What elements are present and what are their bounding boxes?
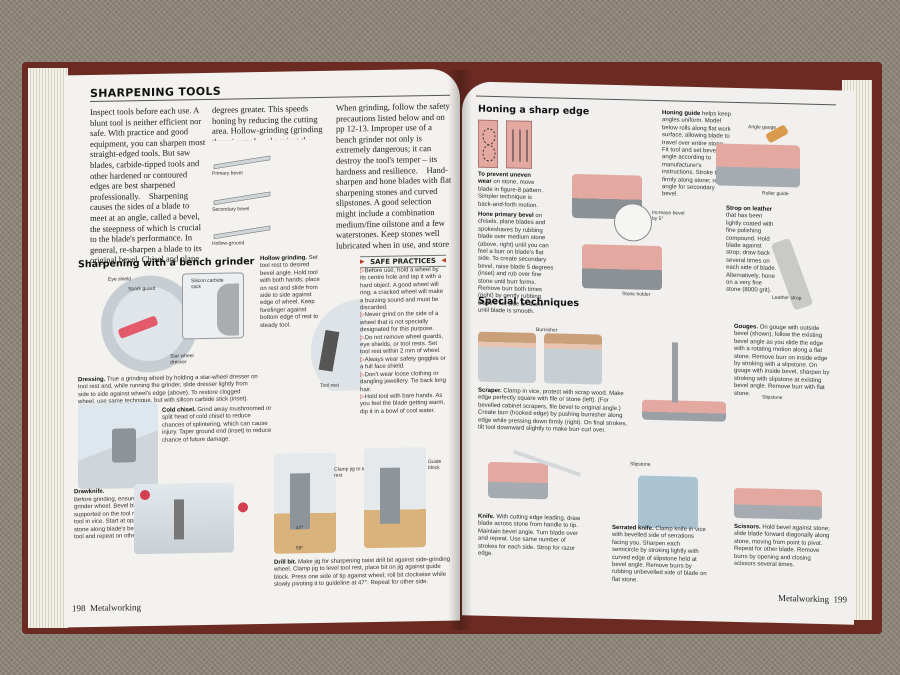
uneven-wear-caption: To prevent uneven wear on stone, move bl… bbox=[478, 171, 544, 209]
hollow-grinding-illustration: Tool rest bbox=[292, 290, 362, 392]
drill-jig-illustration-left: 47° 59° bbox=[274, 452, 336, 554]
page-number-left: 198 Metalworking bbox=[72, 602, 141, 614]
bench-grinder-heading: Sharpening with a bench grinder bbox=[78, 256, 255, 271]
label-tool-rest: Tool rest bbox=[320, 382, 339, 389]
body-column-1: Inspect tools before each use. A blunt t… bbox=[90, 105, 206, 267]
gouges-caption: Gouges. On gouge with outside bevel (sho… bbox=[734, 323, 830, 397]
safe-item: ▷Don't wear loose clothing or dangling j… bbox=[360, 370, 446, 393]
cold-chisel-illustration bbox=[78, 401, 158, 490]
body-column-3: When grinding, follow the safety precaut… bbox=[336, 100, 452, 253]
safe-practices-title: ▶ SAFE PRACTICES ◀ bbox=[360, 254, 446, 269]
label-stone-holder: Stone holder bbox=[622, 291, 651, 298]
safe-item: ▷Hold tool with bare hands. As you feel … bbox=[360, 392, 446, 416]
drill-jig-illustration-right bbox=[364, 447, 426, 549]
drill-bit-caption: Drill bit. Make jig for sharpening twist… bbox=[274, 556, 451, 589]
scraper-caption: Scraper. Clamp in vice, protect with scr… bbox=[478, 387, 628, 434]
honing-heading: Honing a sharp edge bbox=[478, 103, 590, 118]
label-47-deg: 47° bbox=[296, 525, 304, 532]
label-slipstone-serrated: Slipstone bbox=[630, 461, 651, 468]
handle-red-icon bbox=[238, 502, 248, 513]
label-59-deg: 59° bbox=[296, 545, 304, 552]
label-spark-guard: Spark guard bbox=[128, 285, 156, 293]
oilstone-illustration-bottom bbox=[582, 244, 662, 291]
scissors-stone-illustration bbox=[734, 487, 822, 521]
label-hollow-ground: Hollow-ground bbox=[212, 240, 245, 247]
label-guide-block: Guide block bbox=[428, 458, 442, 472]
gouge-stone-illustration bbox=[642, 399, 726, 422]
section-title: SHARPENING TOOLS bbox=[90, 84, 221, 101]
strop-caption: Strop on leather that has been lightly c… bbox=[726, 205, 777, 295]
knife-caption: Knife. With cutting edge leading, draw b… bbox=[478, 513, 581, 557]
label-burnisher: Burnisher bbox=[536, 327, 558, 334]
cold-chisel-caption: Cold chisel. Grind away mushroomed or sp… bbox=[162, 405, 272, 444]
silicon-carbide-inset: Silicon carbide stick bbox=[182, 272, 244, 340]
label-leather-strop: Leather strop bbox=[772, 294, 802, 302]
safe-item: ▷Never grind on the side of a wheel that… bbox=[360, 311, 439, 334]
handle-red-icon bbox=[140, 489, 150, 501]
serrated-vice-illustration bbox=[638, 475, 698, 529]
knife-stone-illustration bbox=[488, 461, 548, 500]
bevel-inset-circle bbox=[614, 202, 652, 242]
page-number-right: Metalworking 199 bbox=[778, 592, 847, 605]
safe-item: ▷Always wear safety goggles or a full fa… bbox=[360, 355, 446, 371]
honing-guide-illustration bbox=[716, 124, 800, 188]
safe-practices-box: ▶ SAFE PRACTICES ◀ ▷Before use, hold a w… bbox=[360, 254, 446, 417]
safe-item: ▷Before use, hold a wheel by its centre … bbox=[360, 266, 444, 312]
scissors-caption: Scissors. Hold bevel against stone; slid… bbox=[734, 523, 830, 569]
label-eye-shield: Eye shield bbox=[108, 276, 132, 283]
figure8-stone-icon bbox=[478, 119, 498, 169]
left-page: SHARPENING TOOLS Inspect tools before ea… bbox=[64, 68, 460, 628]
scraper-vice-right bbox=[544, 333, 602, 385]
serrated-knife-caption: Serrated knife. Clamp knife in vice with… bbox=[612, 524, 707, 584]
label-primary-bevel: Primary bevel bbox=[212, 170, 243, 177]
body-column-2: degrees greater. This speeds honing by r… bbox=[212, 103, 323, 141]
label-star-wheel-dresser: Star wheel dresser bbox=[170, 353, 194, 366]
drawknife-caption-top: Drawknife. bbox=[74, 488, 105, 496]
star-wheel-dresser-icon bbox=[117, 315, 159, 340]
label-slipstone: Slipstone bbox=[762, 394, 783, 402]
scraper-vice-left bbox=[478, 331, 536, 384]
label-secondary-bevel: Secondary bevel bbox=[212, 206, 250, 213]
bevel-diagram-icon bbox=[213, 155, 271, 240]
drawknife-illustration bbox=[134, 482, 234, 555]
label-increase-bevel: Increase bevel by 5° bbox=[652, 209, 685, 223]
label-roller-guide: Roller guide bbox=[762, 190, 789, 198]
right-page: Honing a sharp edge To prevent uneven we… bbox=[462, 81, 854, 625]
back-forth-stone-icon bbox=[506, 120, 532, 169]
bevel-diagrams: Primary bevel Secondary bevel Hollow-gro… bbox=[212, 142, 272, 253]
safe-item: ▷Do not remove wheel guards, eye shields… bbox=[360, 333, 443, 356]
triangle-left-icon: ◀ bbox=[441, 256, 446, 264]
gouge-tool-icon bbox=[672, 342, 678, 403]
triangle-right-icon: ▶ bbox=[360, 258, 365, 266]
page-edges-left bbox=[28, 68, 68, 628]
